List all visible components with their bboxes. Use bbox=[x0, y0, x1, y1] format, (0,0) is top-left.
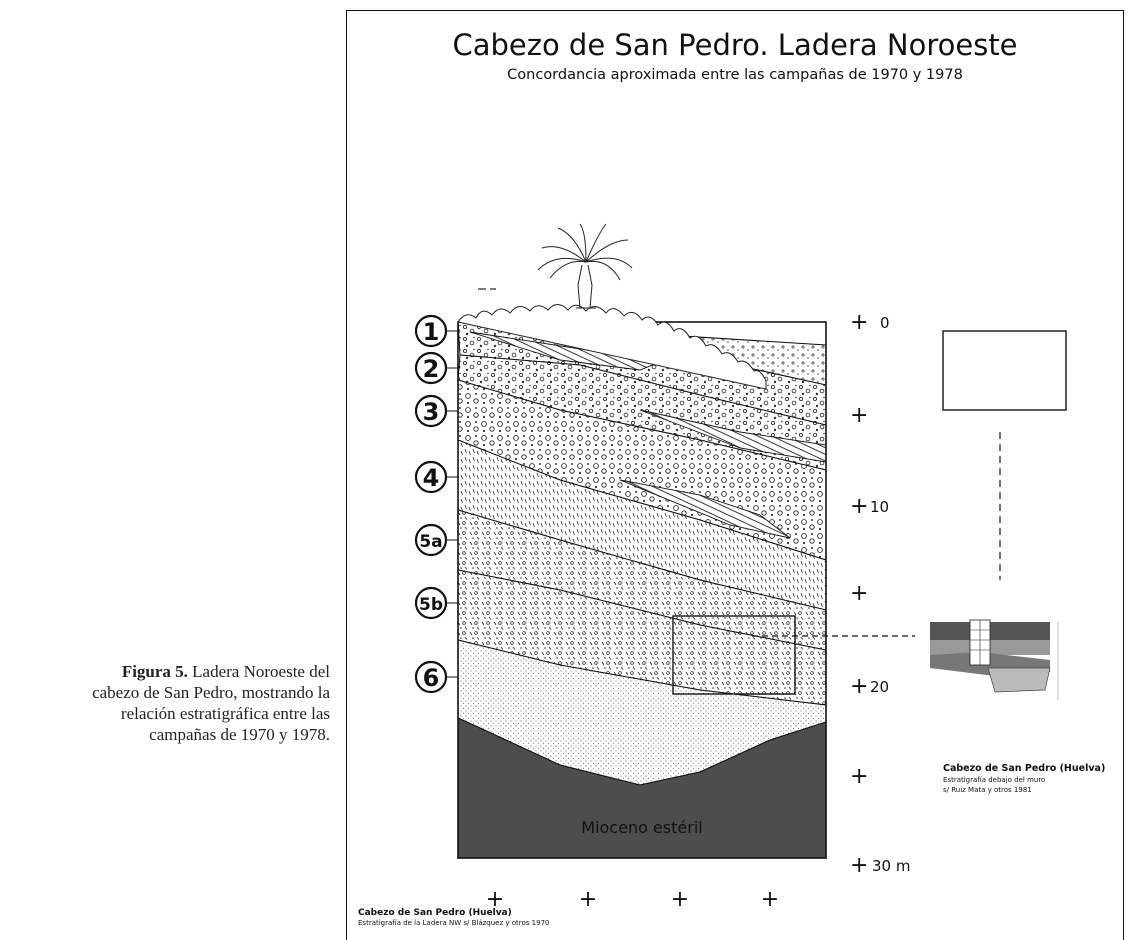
figure-frame bbox=[346, 10, 1124, 940]
svg-text:3: 3 bbox=[423, 398, 440, 426]
depth-tick-plus: + bbox=[850, 494, 868, 519]
hatched-lens bbox=[619, 479, 791, 539]
horizontal-tick-plus: + bbox=[761, 887, 779, 912]
palm-tree-icon bbox=[537, 223, 633, 309]
main-credit-title: Cabezo de San Pedro (Huelva) bbox=[358, 908, 512, 918]
ground-vegetation bbox=[457, 288, 767, 390]
depth-tick-plus: + bbox=[850, 310, 868, 335]
svg-text:5b: 5b bbox=[419, 595, 443, 615]
figure-caption: Figura 5. Ladera Noroeste del cabezo de … bbox=[84, 661, 330, 745]
layer-labels: 1 2 3 4 5a 5b 6 bbox=[414, 314, 458, 694]
depth-label-20: 20 bbox=[870, 678, 889, 696]
figure-title: Cabezo de San Pedro. Ladera Noroeste bbox=[452, 28, 1017, 62]
svg-text:5a: 5a bbox=[419, 532, 442, 552]
inset-line-1: Estratigrafía debajo del muro bbox=[943, 776, 1045, 784]
depth-tick-plus: + bbox=[850, 581, 868, 606]
stratigraphic-section: Mioceno estéril bbox=[457, 321, 827, 859]
depth-tick-plus: + bbox=[850, 764, 868, 789]
depth-tick-plus: + bbox=[850, 853, 868, 878]
inset-line-2: s/ Ruiz Mata y otros 1981 bbox=[943, 786, 1032, 794]
caption-text: Ladera Noroeste del cabezo de San Pedro,… bbox=[92, 662, 330, 744]
inset-title: Cabezo de San Pedro (Huelva) bbox=[943, 763, 1105, 774]
layer-label-5b: 5b bbox=[414, 586, 458, 620]
depth-tick-plus: + bbox=[850, 403, 868, 428]
caption-label: Figura 5. bbox=[121, 662, 188, 681]
miocene-label: Mioceno estéril bbox=[581, 818, 702, 837]
layer-label-6: 6 bbox=[414, 660, 458, 694]
depth-label-0: 0 bbox=[880, 314, 890, 332]
inset-stratigraphy-drawing bbox=[930, 619, 1059, 700]
figure-subtitle: Concordancia aproximada entre las campañ… bbox=[507, 67, 963, 83]
depth-label-10: 10 bbox=[870, 498, 889, 516]
layer-label-5a: 5a bbox=[414, 523, 458, 557]
svg-text:1: 1 bbox=[423, 318, 440, 346]
reference-box bbox=[942, 330, 1067, 411]
depth-tick-plus: + bbox=[850, 674, 868, 699]
layer-label-4: 4 bbox=[414, 460, 458, 494]
svg-text:2: 2 bbox=[423, 355, 440, 383]
concordance-box bbox=[672, 615, 796, 695]
depth-scale: + 0 + + 10 + + 20 + + 30 m + + + + bbox=[486, 310, 911, 912]
layer-label-2: 2 bbox=[414, 351, 458, 385]
svg-text:6: 6 bbox=[423, 664, 440, 692]
horizontal-tick-plus: + bbox=[671, 887, 689, 912]
main-credit-line-1: Estratigrafía de la Ladera NW s/ Blázque… bbox=[358, 919, 549, 927]
horizontal-tick-plus: + bbox=[579, 887, 597, 912]
depth-label-30: 30 m bbox=[872, 857, 910, 875]
horizontal-tick-plus: + bbox=[486, 887, 504, 912]
layer-label-1: 1 bbox=[414, 314, 458, 348]
svg-text:4: 4 bbox=[423, 464, 440, 492]
layer-label-3: 3 bbox=[414, 394, 458, 428]
